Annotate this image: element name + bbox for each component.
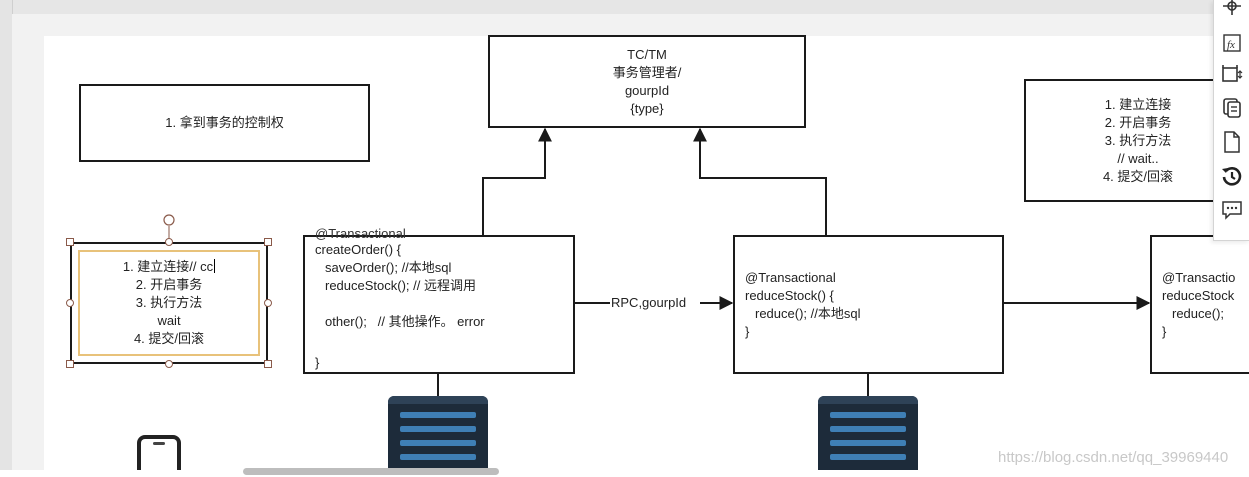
code-line: reduceStock() { <box>745 288 834 303</box>
code-line: saveOrder(); //本地sql <box>325 260 452 275</box>
blank-line <box>305 295 573 313</box>
code-line: reduce(); <box>1172 306 1228 321</box>
history-icon[interactable] <box>1220 164 1244 188</box>
svg-text:fx: fx <box>1227 39 1235 51</box>
database-server-icon <box>818 396 918 472</box>
stock-service-box-partial[interactable]: @Transactio reduceStock reduce(); } <box>1150 235 1249 374</box>
steps-line: 3. 执行方法 <box>135 295 203 310</box>
mobile-phone-icon <box>137 435 181 475</box>
crosshair-icon[interactable] <box>1220 0 1244 18</box>
server-slot <box>830 440 906 446</box>
steps-line: 2. 开启事务 <box>135 277 203 292</box>
code-line: } <box>315 355 320 370</box>
server-slot <box>400 454 476 460</box>
resize-handle-se[interactable] <box>264 360 272 368</box>
server-top <box>388 396 488 404</box>
server-slot <box>400 426 476 432</box>
steps-line: // wait.. <box>1117 150 1159 166</box>
code-line: @Transactio <box>1162 270 1236 285</box>
tc-line: {type} <box>630 100 664 116</box>
page-icon[interactable] <box>1220 130 1244 154</box>
blank-line <box>305 331 573 349</box>
steps-line: 2. 开启事务 <box>1104 114 1172 130</box>
server-slot <box>830 426 906 432</box>
resize-icon[interactable] <box>1220 62 1244 86</box>
resize-handle-s[interactable] <box>165 360 173 368</box>
server-slot <box>400 440 476 446</box>
resize-handle-e[interactable] <box>264 299 272 307</box>
database-server-icon <box>388 396 488 472</box>
resize-handle-sw[interactable] <box>66 360 74 368</box>
steps-line: 3. 执行方法 <box>1104 132 1172 148</box>
server-top <box>818 396 918 404</box>
steps-box-selected[interactable]: 1. 建立连接// cc 2. 开启事务 3. 执行方法 wait 4. 提交/… <box>70 242 268 364</box>
steps-line: 1. 建立连接 <box>1104 96 1172 112</box>
steps-line-text: 1. 建立连接// cc <box>122 259 214 274</box>
code-line: reduce(); //本地sql <box>755 306 861 321</box>
code-line: reduceStock <box>1162 288 1235 303</box>
right-toolbar: fx <box>1213 0 1249 241</box>
horizontal-scrollbar[interactable] <box>243 468 499 475</box>
stock-service-box[interactable]: @Transactional reduceStock() { reduce();… <box>733 235 1004 374</box>
code-line: } <box>745 324 750 339</box>
code-line: @Transactional <box>745 270 836 285</box>
code-line: reduceStock(); // 远程调用 <box>325 278 476 293</box>
comment-icon[interactable] <box>1220 198 1244 222</box>
steps-line: 1. 建立连接// cc <box>122 258 216 276</box>
server-slot <box>830 454 906 460</box>
code-line: } <box>1162 324 1167 339</box>
formula-icon[interactable]: fx <box>1220 31 1244 55</box>
code-line: other(); // 其他操作。 error <box>325 314 485 329</box>
text-caret <box>214 259 216 273</box>
steps-line: 4. 提交/回滚 <box>1102 168 1174 184</box>
tc-line: TC/TM <box>627 46 667 62</box>
order-service-box[interactable]: @Transactional createOrder() { saveOrder… <box>303 226 575 374</box>
control-text: 1. 拿到事务的控制权 <box>165 115 284 130</box>
server-slot <box>400 412 476 418</box>
phone-speaker <box>153 442 165 445</box>
copy-icon[interactable] <box>1220 96 1244 120</box>
steps-line: wait <box>157 313 181 328</box>
tc-line: gourpId <box>624 82 670 98</box>
resize-handle-w[interactable] <box>66 299 74 307</box>
resize-handle-n[interactable] <box>165 238 173 246</box>
code-line: createOrder() { <box>315 242 401 257</box>
tc-line: 事务管理者/ <box>612 64 682 80</box>
resize-handle-ne[interactable] <box>264 238 272 246</box>
resize-handle-nw[interactable] <box>66 238 74 246</box>
watermark: https://blog.csdn.net/qq_39969440 <box>998 449 1229 466</box>
control-box[interactable]: 1. 拿到事务的控制权 <box>79 84 370 162</box>
annotation-line: @Transactional <box>315 226 406 241</box>
steps-box-right[interactable]: 1. 建立连接 2. 开启事务 3. 执行方法 // wait.. 4. 提交/… <box>1024 79 1249 202</box>
steps-line: 4. 提交/回滚 <box>133 331 205 346</box>
server-slot <box>830 412 906 418</box>
bottom-strip <box>0 470 1249 477</box>
rpc-label: RPC,gourpId <box>611 295 687 310</box>
top-margin <box>0 0 1249 14</box>
tc-tm-box[interactable]: TC/TM 事务管理者/ gourpId {type} <box>488 35 806 128</box>
